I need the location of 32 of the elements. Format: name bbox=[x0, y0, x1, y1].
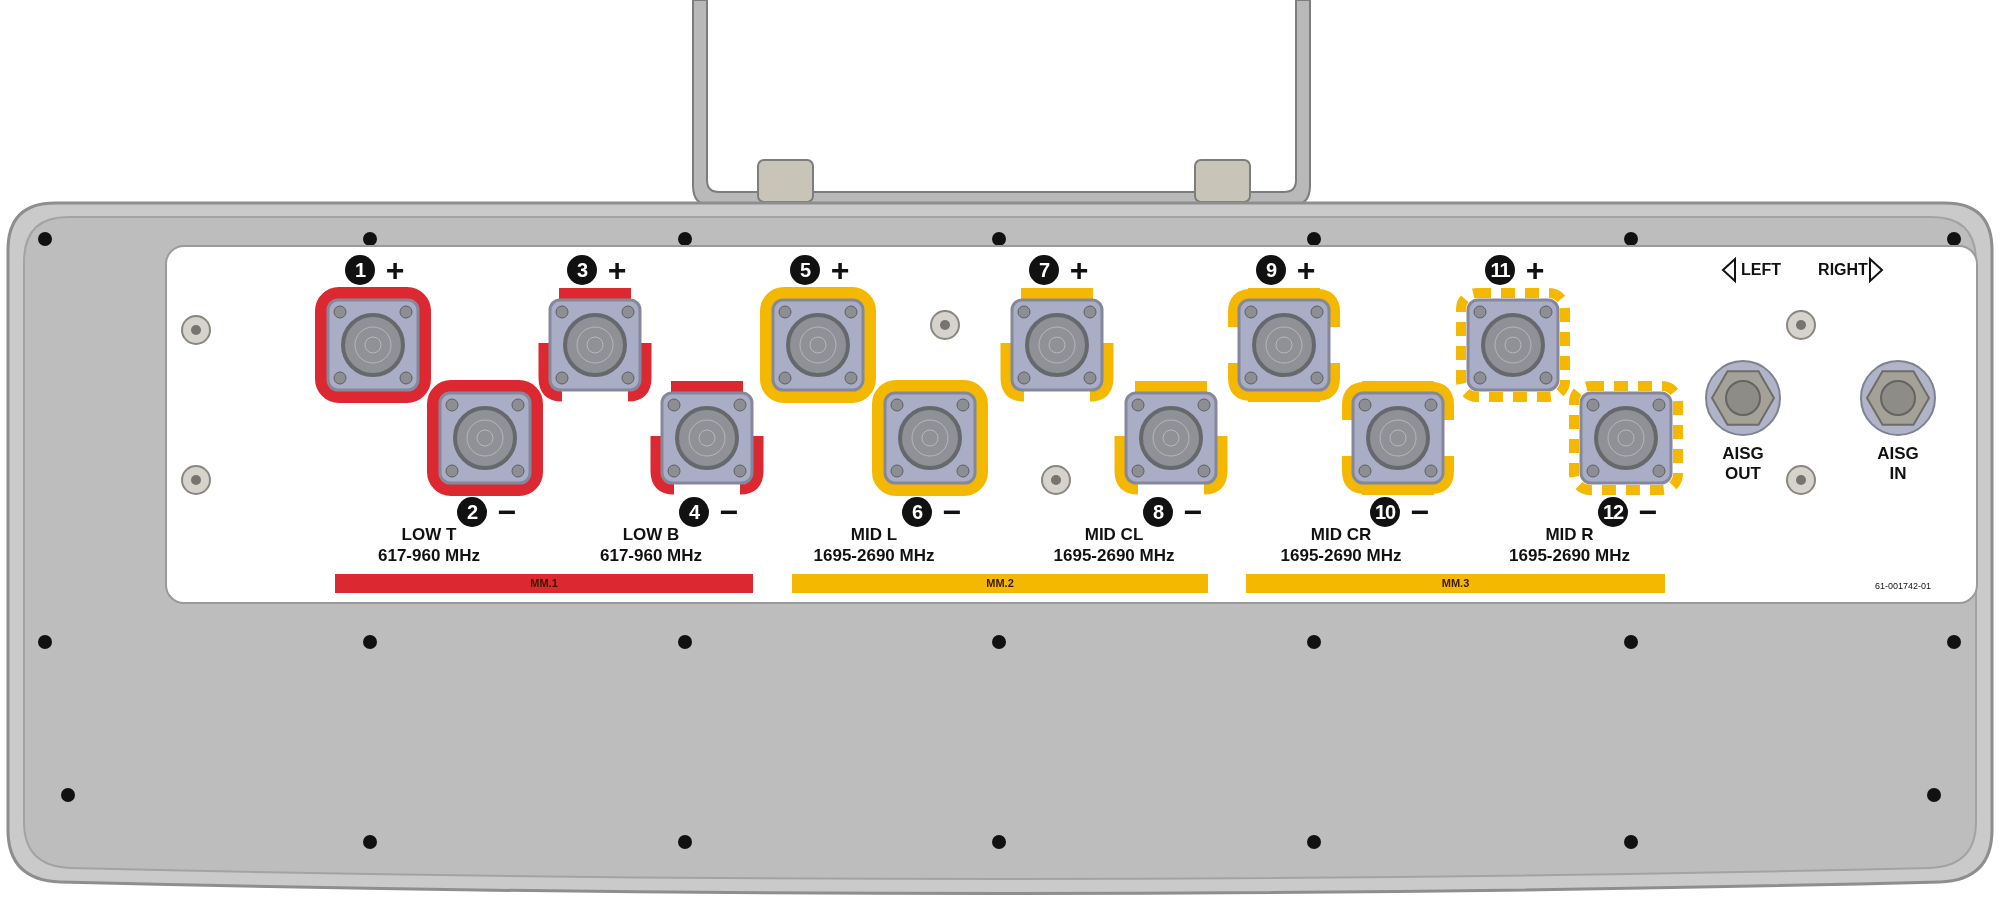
frequency-range: 1695-2690 MHz bbox=[813, 546, 935, 566]
module-bar: MM.2 bbox=[792, 574, 1208, 593]
port-label: AISG IN bbox=[1876, 444, 1920, 484]
module-bar: MM.3 bbox=[1246, 574, 1665, 593]
polarity-sign: + bbox=[385, 254, 405, 286]
polarity-sign: + bbox=[1296, 254, 1316, 286]
polarity-sign: + bbox=[1069, 254, 1089, 286]
polarity-sign: − bbox=[719, 496, 739, 528]
frequency-range: 617-960 MHz bbox=[599, 546, 703, 566]
band-name: LOW B bbox=[622, 525, 680, 545]
part-number: 61-001742-01 bbox=[1874, 580, 1932, 592]
port-label: AISG OUT bbox=[1721, 444, 1765, 484]
polarity-sign: − bbox=[1410, 496, 1430, 528]
band-name: MID R bbox=[1545, 525, 1594, 545]
frequency-range: 617-960 MHz bbox=[377, 546, 481, 566]
frequency-range: 1695-2690 MHz bbox=[1509, 546, 1630, 566]
band-name: LOW T bbox=[401, 525, 457, 545]
band-name: MID L bbox=[850, 525, 898, 545]
direction-label: RIGHT bbox=[1818, 260, 1868, 280]
direction-label: LEFT bbox=[1741, 260, 1781, 280]
polarity-sign: − bbox=[1638, 496, 1658, 528]
band-name: MID CL bbox=[1084, 525, 1144, 545]
module-bar: MM.1 bbox=[335, 574, 753, 593]
frequency-range: 1695-2690 MHz bbox=[1280, 546, 1402, 566]
polarity-sign: − bbox=[1183, 496, 1203, 528]
polarity-sign: − bbox=[497, 496, 517, 528]
band-name: MID CR bbox=[1310, 525, 1372, 545]
polarity-sign: + bbox=[1525, 254, 1545, 286]
polarity-sign: + bbox=[607, 254, 627, 286]
polarity-sign: + bbox=[830, 254, 850, 286]
polarity-sign: − bbox=[942, 496, 962, 528]
frequency-range: 1695-2690 MHz bbox=[1053, 546, 1175, 566]
